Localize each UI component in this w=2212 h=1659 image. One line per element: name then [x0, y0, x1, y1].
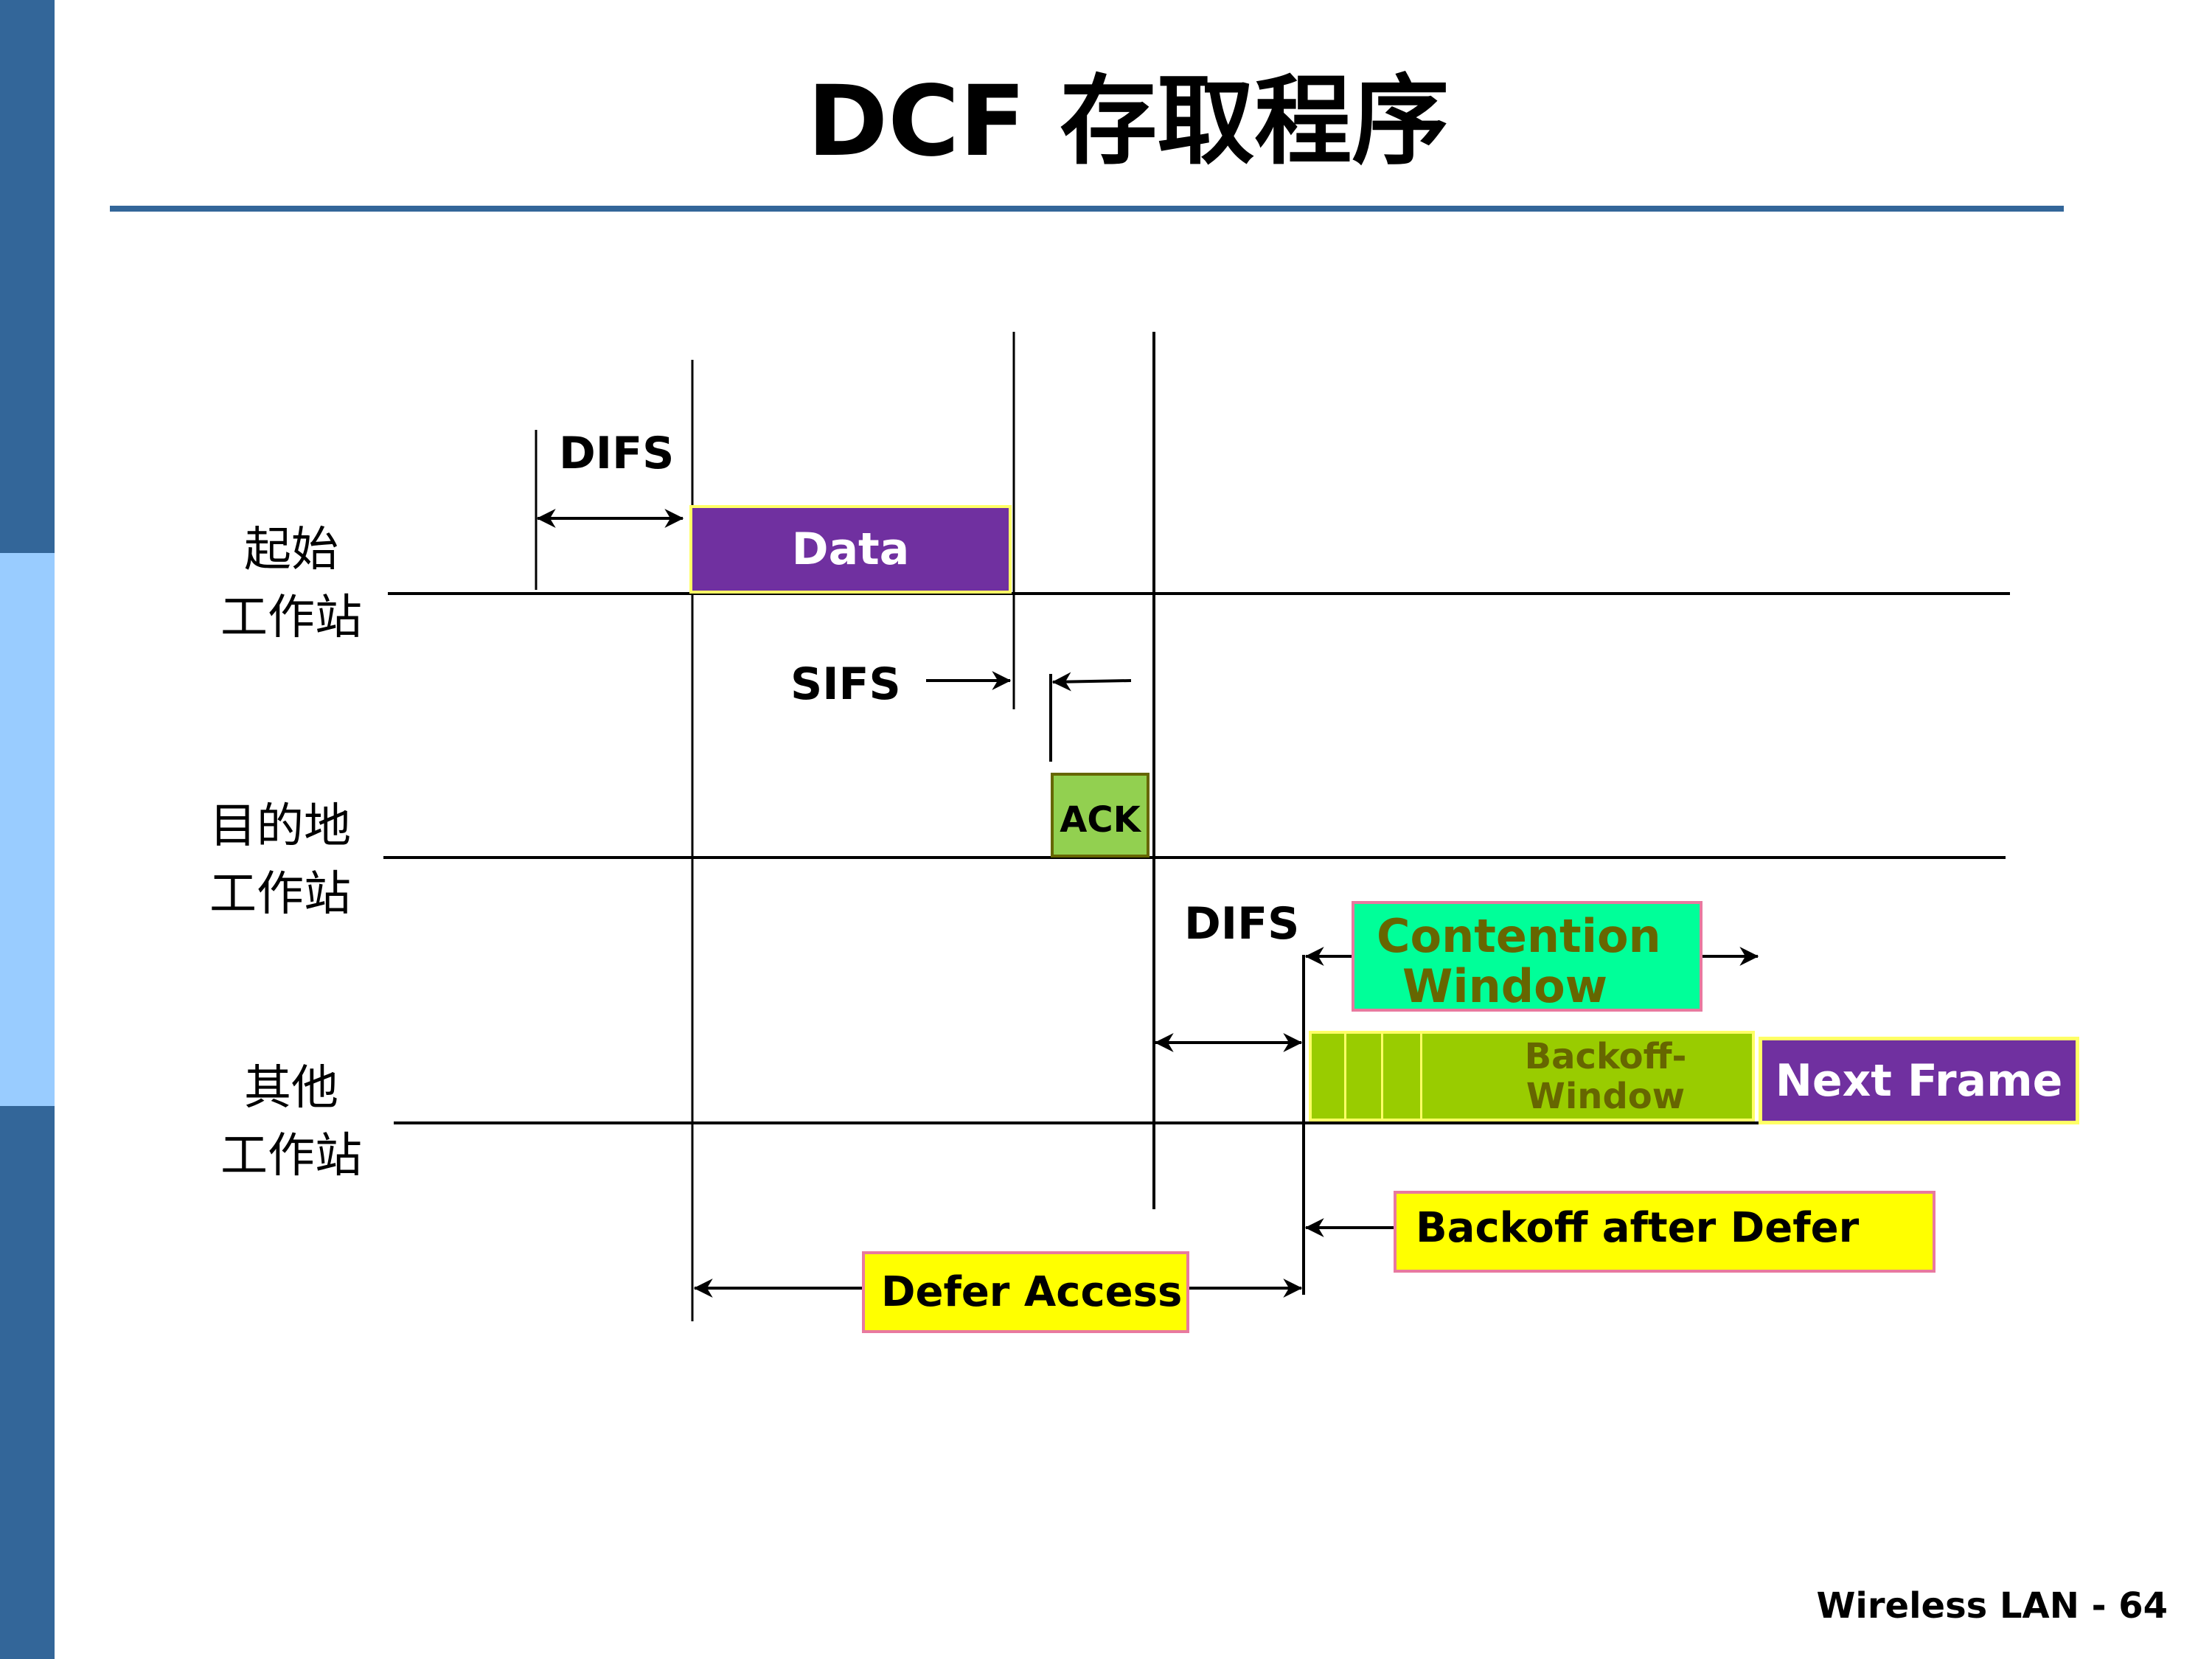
station-label-line1: 目的地 [209, 799, 351, 854]
backoff-after-defer-box: Backoff after Defer [1394, 1191, 1935, 1273]
station-label-line1: 起始 [244, 523, 338, 577]
contention-window-line1: Contention [1377, 909, 1661, 963]
slide-footer: Wireless LAN - 64 [1816, 1585, 2168, 1627]
difs-top-label: DIFS [559, 428, 675, 479]
title-divider [110, 206, 2064, 212]
data-frame-label: Data [791, 524, 910, 575]
slide-title: DCF 存取程序 [807, 65, 1450, 178]
backoff-after-defer-label: Backoff after Defer [1416, 1204, 1860, 1252]
station-label-line2: 工作站 [220, 1129, 362, 1183]
station-label-other: 其他 工作站 [206, 1054, 376, 1190]
next-frame: Next Frame [1759, 1037, 2079, 1124]
difs-other-label: DIFS [1184, 898, 1300, 950]
backoff-slot-divider [1344, 1034, 1346, 1119]
station-label-source: 起始 工作站 [206, 516, 376, 652]
next-frame-label: Next Frame [1775, 1054, 2063, 1107]
station-label-destination: 目的地 工作站 [195, 793, 365, 928]
ack-frame: ACK [1051, 773, 1150, 858]
defer-access-box: Defer Access [862, 1251, 1189, 1333]
backoff-window-line1: Backoff- [1524, 1035, 1687, 1077]
defer-access-label: Defer Access [881, 1268, 1183, 1316]
sifs-label: SIFS [790, 658, 901, 710]
station-label-line1: 其他 [244, 1061, 338, 1116]
sidebar-accent-highlight [0, 553, 55, 1106]
station-label-line2: 工作站 [220, 591, 362, 645]
station-label-line2: 工作站 [209, 867, 351, 922]
backoff-slot-divider [1381, 1034, 1383, 1119]
sidebar-accent [0, 0, 55, 1659]
contention-window-line2: Window [1402, 959, 1608, 1013]
backoff-slot-divider [1420, 1034, 1422, 1119]
data-frame: Data [689, 505, 1012, 594]
backoff-window: Backoff- Window [1309, 1031, 1755, 1121]
ack-frame-label: ACK [1060, 799, 1141, 841]
sifs-arrow-left [1051, 672, 1132, 692]
contention-window: Contention Window [1352, 901, 1703, 1012]
backoff-window-line2: Window [1526, 1075, 1686, 1117]
